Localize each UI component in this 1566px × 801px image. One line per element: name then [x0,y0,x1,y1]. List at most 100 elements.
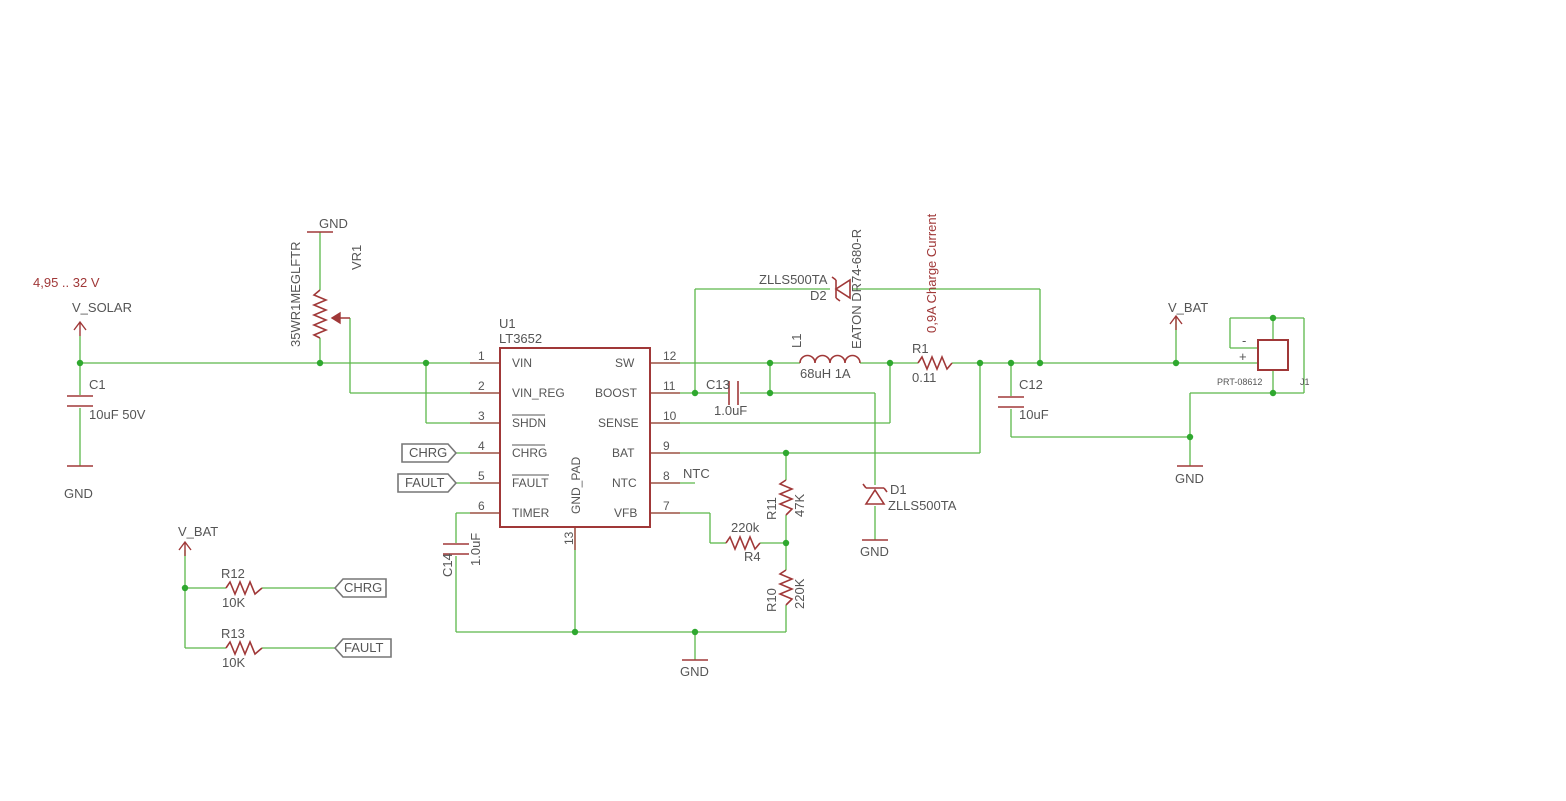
u1-pin1-num: 1 [478,349,485,363]
v-solar-label: V_SOLAR [72,300,132,315]
u1-pin10-name: SENSE [598,416,639,430]
u1-pin-stubs [470,362,680,550]
gnd-symbol-c1: GND [64,465,93,501]
d1-value: ZLLS500TA [888,498,957,513]
v-bat-label-right: V_BAT [1168,300,1208,315]
port-chrg-r12-label: CHRG [344,580,382,595]
c1-ref: C1 [89,377,106,392]
r11-ref: R11 [764,497,779,520]
c13-value: 1.0uF [714,403,747,418]
ic-u1: U1 LT3652 GND_PAD 1 VIN 2 VIN_REG 3 SHDN… [470,316,680,550]
u1-pin2-name: VIN_REG [512,386,565,400]
u1-pin3-num: 3 [478,409,485,423]
c12-ref: C12 [1019,377,1043,392]
u1-pin9-num: 9 [663,439,670,453]
l1-ref: L1 [789,334,804,348]
vr1-ref: VR1 [349,245,364,270]
r4-value: 220k [731,520,760,535]
port-chrg-r12: CHRG [333,578,387,598]
j1-minus: - [1242,333,1246,348]
u1-pin8-name: NTC [612,476,637,490]
port-fault-u1: FAULT [397,473,458,493]
u1-pin10-num: 10 [663,409,677,423]
v-bat-supply-left: V_BAT [178,524,218,556]
v-solar-supply: V_SOLAR [72,300,132,336]
resistor-r11: R11 47K [764,479,807,520]
c1-value: 10uF 50V [89,407,146,422]
u1-ref: U1 [499,316,516,331]
r12-ref: R12 [221,566,245,581]
c14-ref: C14 [440,553,455,577]
port-fault-r13-label: FAULT [344,640,384,655]
u1-pin7-name: VFB [614,506,637,520]
resistor-r1: R1 0.11 [912,341,953,385]
u1-pin11-name: BOOST [595,386,638,400]
resistor-r10: R10 220K [764,569,807,612]
c14-value: 1.0uF [468,533,483,566]
charge-current-note: 0,9A Charge Current [924,213,939,333]
potentiometer-vr1: VR1 35WR1MEGLFTR [288,242,364,347]
u1-pin5-num: 5 [478,469,485,483]
r13-ref: R13 [221,626,245,641]
capacitor-c12: C12 10uF [998,377,1049,422]
u1-pin12-num: 12 [663,349,677,363]
gnd-label-d1: GND [860,544,889,559]
resistor-r13: R13 10K [221,626,263,670]
u1-pin4-name: CHRG [512,446,547,460]
d2-value: ZLLS500TA [759,272,828,287]
gnd-symbol-bottom: GND [680,659,709,679]
d2-ref: D2 [810,288,827,303]
r11-value: 47K [792,494,807,517]
gnd-symbol-c12: GND [1175,465,1204,486]
gnd-symbol-d1: GND [860,539,889,559]
r10-ref: R10 [764,588,779,612]
r1-ref: R1 [912,341,929,356]
j1-ref: J1 [1300,377,1310,387]
u1-value: LT3652 [499,331,542,346]
r12-value: 10K [222,595,245,610]
diode-d2: ZLLS500TA D2 [759,272,851,303]
r13-value: 10K [222,655,245,670]
wires [79,232,1305,660]
u1-center-label: GND_PAD [569,457,583,514]
junctions [76,314,1277,636]
j1-value: PRT-08612 [1217,377,1262,387]
r4-ref: R4 [744,549,761,564]
port-chrg-u1-label: CHRG [409,445,447,460]
u1-pin3-name: SHDN [512,416,546,430]
diode-d1: D1 ZLLS500TA [862,482,957,513]
u1-pin11-num: 11 [663,379,676,393]
port-fault-r13: FAULT [333,638,392,658]
u1-pin8-num: 8 [663,469,670,483]
capacitor-c14: C14 1.0uF [440,533,483,577]
j1-plus: + [1239,349,1247,364]
c12-value: 10uF [1019,407,1049,422]
d1-ref: D1 [890,482,907,497]
gnd-label-bottom: GND [680,664,709,679]
c13-ref: C13 [706,377,730,392]
l1-part: EATON DR74-680-R [849,229,864,349]
port-fault-u1-label: FAULT [405,475,445,490]
gnd-label-vr1: GND [319,216,348,231]
u1-pin9-name: BAT [612,446,635,460]
port-chrg-u1: CHRG [401,443,458,463]
u1-pin1-name: VIN [512,356,532,370]
connector-j1: - + PRT-08612 J1 [1217,333,1310,387]
inductor-l1: L1 68uH 1A EATON DR74-680-R [789,229,864,381]
gnd-label-c12: GND [1175,471,1204,486]
resistor-r4: 220k R4 [725,520,761,564]
capacitor-c1: C1 10uF 50V [67,377,146,422]
input-range-note: 4,95 .. 32 V [33,275,100,290]
v-bat-supply-right: V_BAT [1168,300,1208,330]
u1-pin6-num: 6 [478,499,485,513]
u1-pin7-num: 7 [663,499,670,513]
gnd-label-c1: GND [64,486,93,501]
resistor-r12: R12 10K [221,566,263,610]
v-bat-label-left: V_BAT [178,524,218,539]
r1-value: 0.11 [912,370,936,385]
capacitor-c13: C13 1.0uF [706,377,747,418]
ntc-net-label: NTC [683,466,710,481]
u1-pin6-name: TIMER [512,506,550,520]
gnd-symbol-vr1: GND [307,216,348,233]
